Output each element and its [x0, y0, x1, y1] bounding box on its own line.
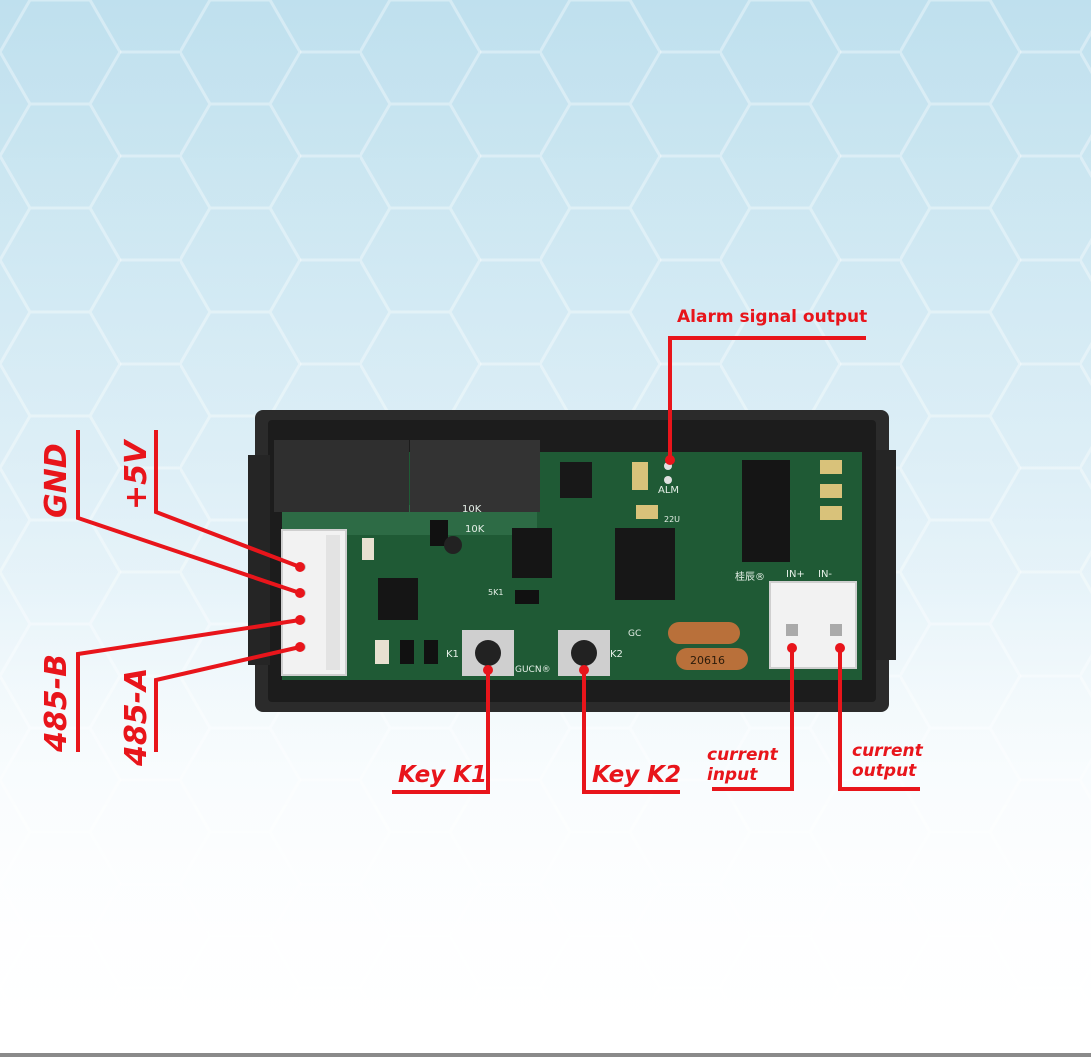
silk-10k-a: 10K: [462, 504, 482, 515]
line-current-out: [838, 648, 920, 791]
smd-10: [400, 640, 414, 664]
signal-connector-slot: [326, 535, 340, 670]
current-pin-in: [786, 624, 798, 636]
label-current-output-line1: current: [852, 741, 924, 761]
resistor-2: [676, 648, 748, 670]
capacitor: [444, 536, 462, 554]
ic-chip-3: [615, 528, 675, 600]
silk-5k1: 5K1: [488, 588, 503, 597]
resistor-code: 20616: [690, 654, 725, 667]
dot-485b: [295, 615, 305, 625]
label-485-a: 485-A: [119, 668, 154, 767]
display-block-left: [274, 440, 409, 512]
silk-gc: GC: [628, 629, 641, 639]
label-current-input-line1: current: [707, 745, 779, 765]
dot-current-out: [835, 643, 845, 653]
label-5v: +5V: [119, 438, 154, 510]
line-gnd: [76, 430, 301, 595]
resistor-1: [668, 622, 740, 644]
line-key-k1: [392, 670, 490, 794]
display-block-right: [410, 440, 540, 512]
dot-5v: [295, 562, 305, 572]
smd-9: [375, 640, 389, 664]
ic-chip-4: [742, 460, 790, 562]
smd-3: [820, 460, 842, 474]
silk-in-plus: IN+: [786, 569, 805, 580]
line-current-in: [712, 648, 794, 791]
silk-10k-b: 10K: [465, 524, 485, 535]
smd-1: [362, 538, 374, 560]
smd-8: [515, 590, 539, 604]
smd-5: [820, 506, 842, 520]
dot-current-in: [787, 643, 797, 653]
label-alarm-signal-output: Alarm signal output: [677, 307, 867, 327]
line-key-k2: [582, 670, 680, 794]
ic-chip-2: [512, 528, 552, 578]
line-alarm: [668, 336, 866, 460]
dot-485a: [295, 642, 305, 652]
label-key-k1: Key K1: [398, 762, 487, 788]
current-pin-out: [830, 624, 842, 636]
line-5v: [154, 430, 301, 569]
smd-2: [632, 462, 648, 490]
silk-22u: 22U: [664, 515, 680, 524]
key-k1-button: [475, 640, 501, 666]
smd-4: [820, 484, 842, 498]
key-k2-button: [571, 640, 597, 666]
label-key-k2: Key K2: [592, 762, 681, 788]
line-485b: [76, 618, 301, 752]
label-current-input-line2: input: [707, 765, 758, 785]
silk-k2: K2: [610, 649, 623, 660]
silk-brand: 桂辰®: [735, 570, 765, 583]
dot-key-k1: [483, 665, 493, 675]
silk-k1: K1: [446, 649, 459, 660]
alarm-pad-2: [664, 476, 672, 484]
dot-gnd: [295, 588, 305, 598]
line-485a: [154, 645, 301, 752]
silk-in-minus: IN-: [818, 569, 832, 580]
current-connector: [769, 581, 857, 669]
callout-dots: [295, 455, 845, 675]
smd-6: [636, 505, 658, 519]
case-right-tab: [876, 450, 896, 660]
ic-chip-1: [378, 578, 418, 620]
bottom-border: [0, 1053, 1091, 1057]
smd-7: [430, 520, 448, 546]
silk-gucn: GUCN®: [515, 665, 551, 675]
ic-chip-5: [560, 462, 592, 498]
label-485-b: 485-B: [39, 654, 74, 753]
meter-module: ALM K1 K2 GUCN® IN+ IN- 10K 10K 5K1 桂辰® …: [248, 410, 896, 712]
silk-alm: ALM: [658, 485, 679, 496]
label-current-output-line2: output: [852, 761, 917, 781]
label-gnd: GND: [39, 443, 74, 518]
dot-alarm: [665, 455, 675, 465]
callout-lines: [76, 336, 920, 794]
smd-11: [424, 640, 438, 664]
dot-key-k2: [579, 665, 589, 675]
case-left-tab: [248, 455, 270, 665]
